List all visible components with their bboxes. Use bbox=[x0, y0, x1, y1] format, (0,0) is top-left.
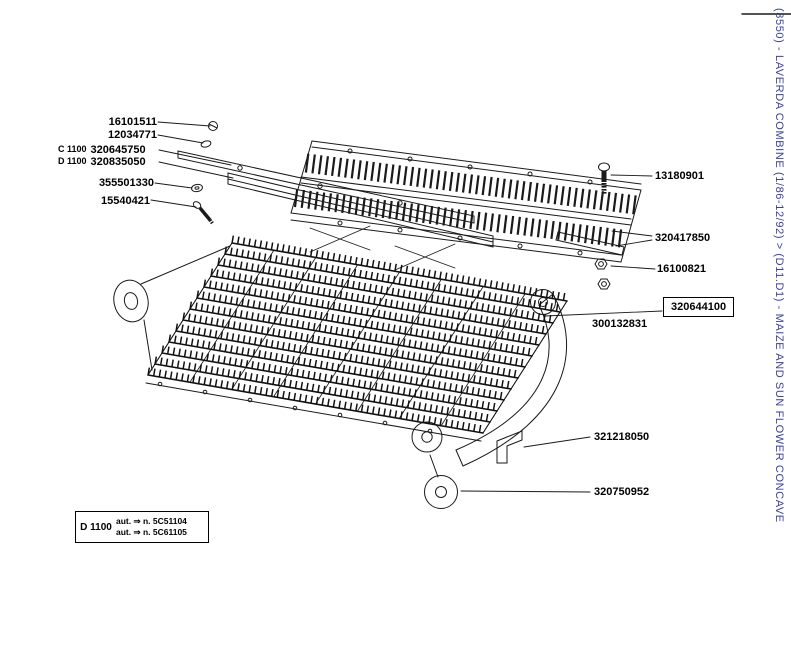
comb-assembly bbox=[290, 140, 642, 263]
part-label-15540421: 15540421 bbox=[101, 195, 150, 207]
disc-320750952 bbox=[424, 454, 458, 509]
note-model: D 1100 bbox=[80, 521, 112, 533]
nuts-16100821 bbox=[594, 258, 611, 290]
part-label-12034771: 12034771 bbox=[108, 129, 157, 141]
part-label-321218050: 321218050 bbox=[594, 431, 650, 443]
note-line-2: aut. ⇒ n. 5C61105 bbox=[116, 527, 187, 537]
part-label-320644100: 320644100 bbox=[663, 297, 735, 317]
part-label-320645750: 320645750 bbox=[90, 144, 146, 156]
part-label-320750952: 320750952 bbox=[594, 486, 650, 498]
model-prefix-c1100: C 1100 bbox=[58, 144, 87, 154]
part-label-13180901: 13180901 bbox=[655, 170, 704, 182]
bolt-13180901 bbox=[598, 162, 610, 195]
part-label-300132831: 300132831 bbox=[592, 318, 648, 330]
part-label-320417850: 320417850 bbox=[655, 232, 711, 244]
applicability-note-box: D 1100 aut. ⇒ n. 5C51104 aut. ⇒ n. 5C611… bbox=[75, 511, 209, 543]
note-line-1: aut. ⇒ n. 5C51104 bbox=[116, 516, 187, 526]
part-label-16101511: 16101511 bbox=[108, 116, 157, 128]
part-label-320835050: 320835050 bbox=[90, 156, 146, 168]
concave-grate-bars bbox=[147, 235, 568, 434]
bolt-15540421 bbox=[192, 201, 215, 226]
washer-355501330 bbox=[191, 183, 203, 193]
bolt-16101511 bbox=[208, 121, 218, 131]
model-prefix-d1100: D 1100 bbox=[58, 156, 87, 166]
leader-lines bbox=[150, 121, 663, 493]
clip-321218050 bbox=[496, 430, 523, 464]
catalog-breadcrumb: (3550) - LAVERDA COMBINE (1/86-12/92) > … bbox=[773, 8, 785, 523]
left-hub bbox=[113, 245, 231, 371]
washer-12034771 bbox=[200, 140, 212, 148]
rail-assembly bbox=[177, 150, 494, 271]
part-label-355501330: 355501330 bbox=[98, 177, 154, 189]
part-label-16100821: 16100821 bbox=[657, 263, 706, 275]
note-rows: aut. ⇒ n. 5C51104 aut. ⇒ n. 5C61105 bbox=[116, 516, 208, 538]
pivot-disc bbox=[411, 421, 443, 453]
